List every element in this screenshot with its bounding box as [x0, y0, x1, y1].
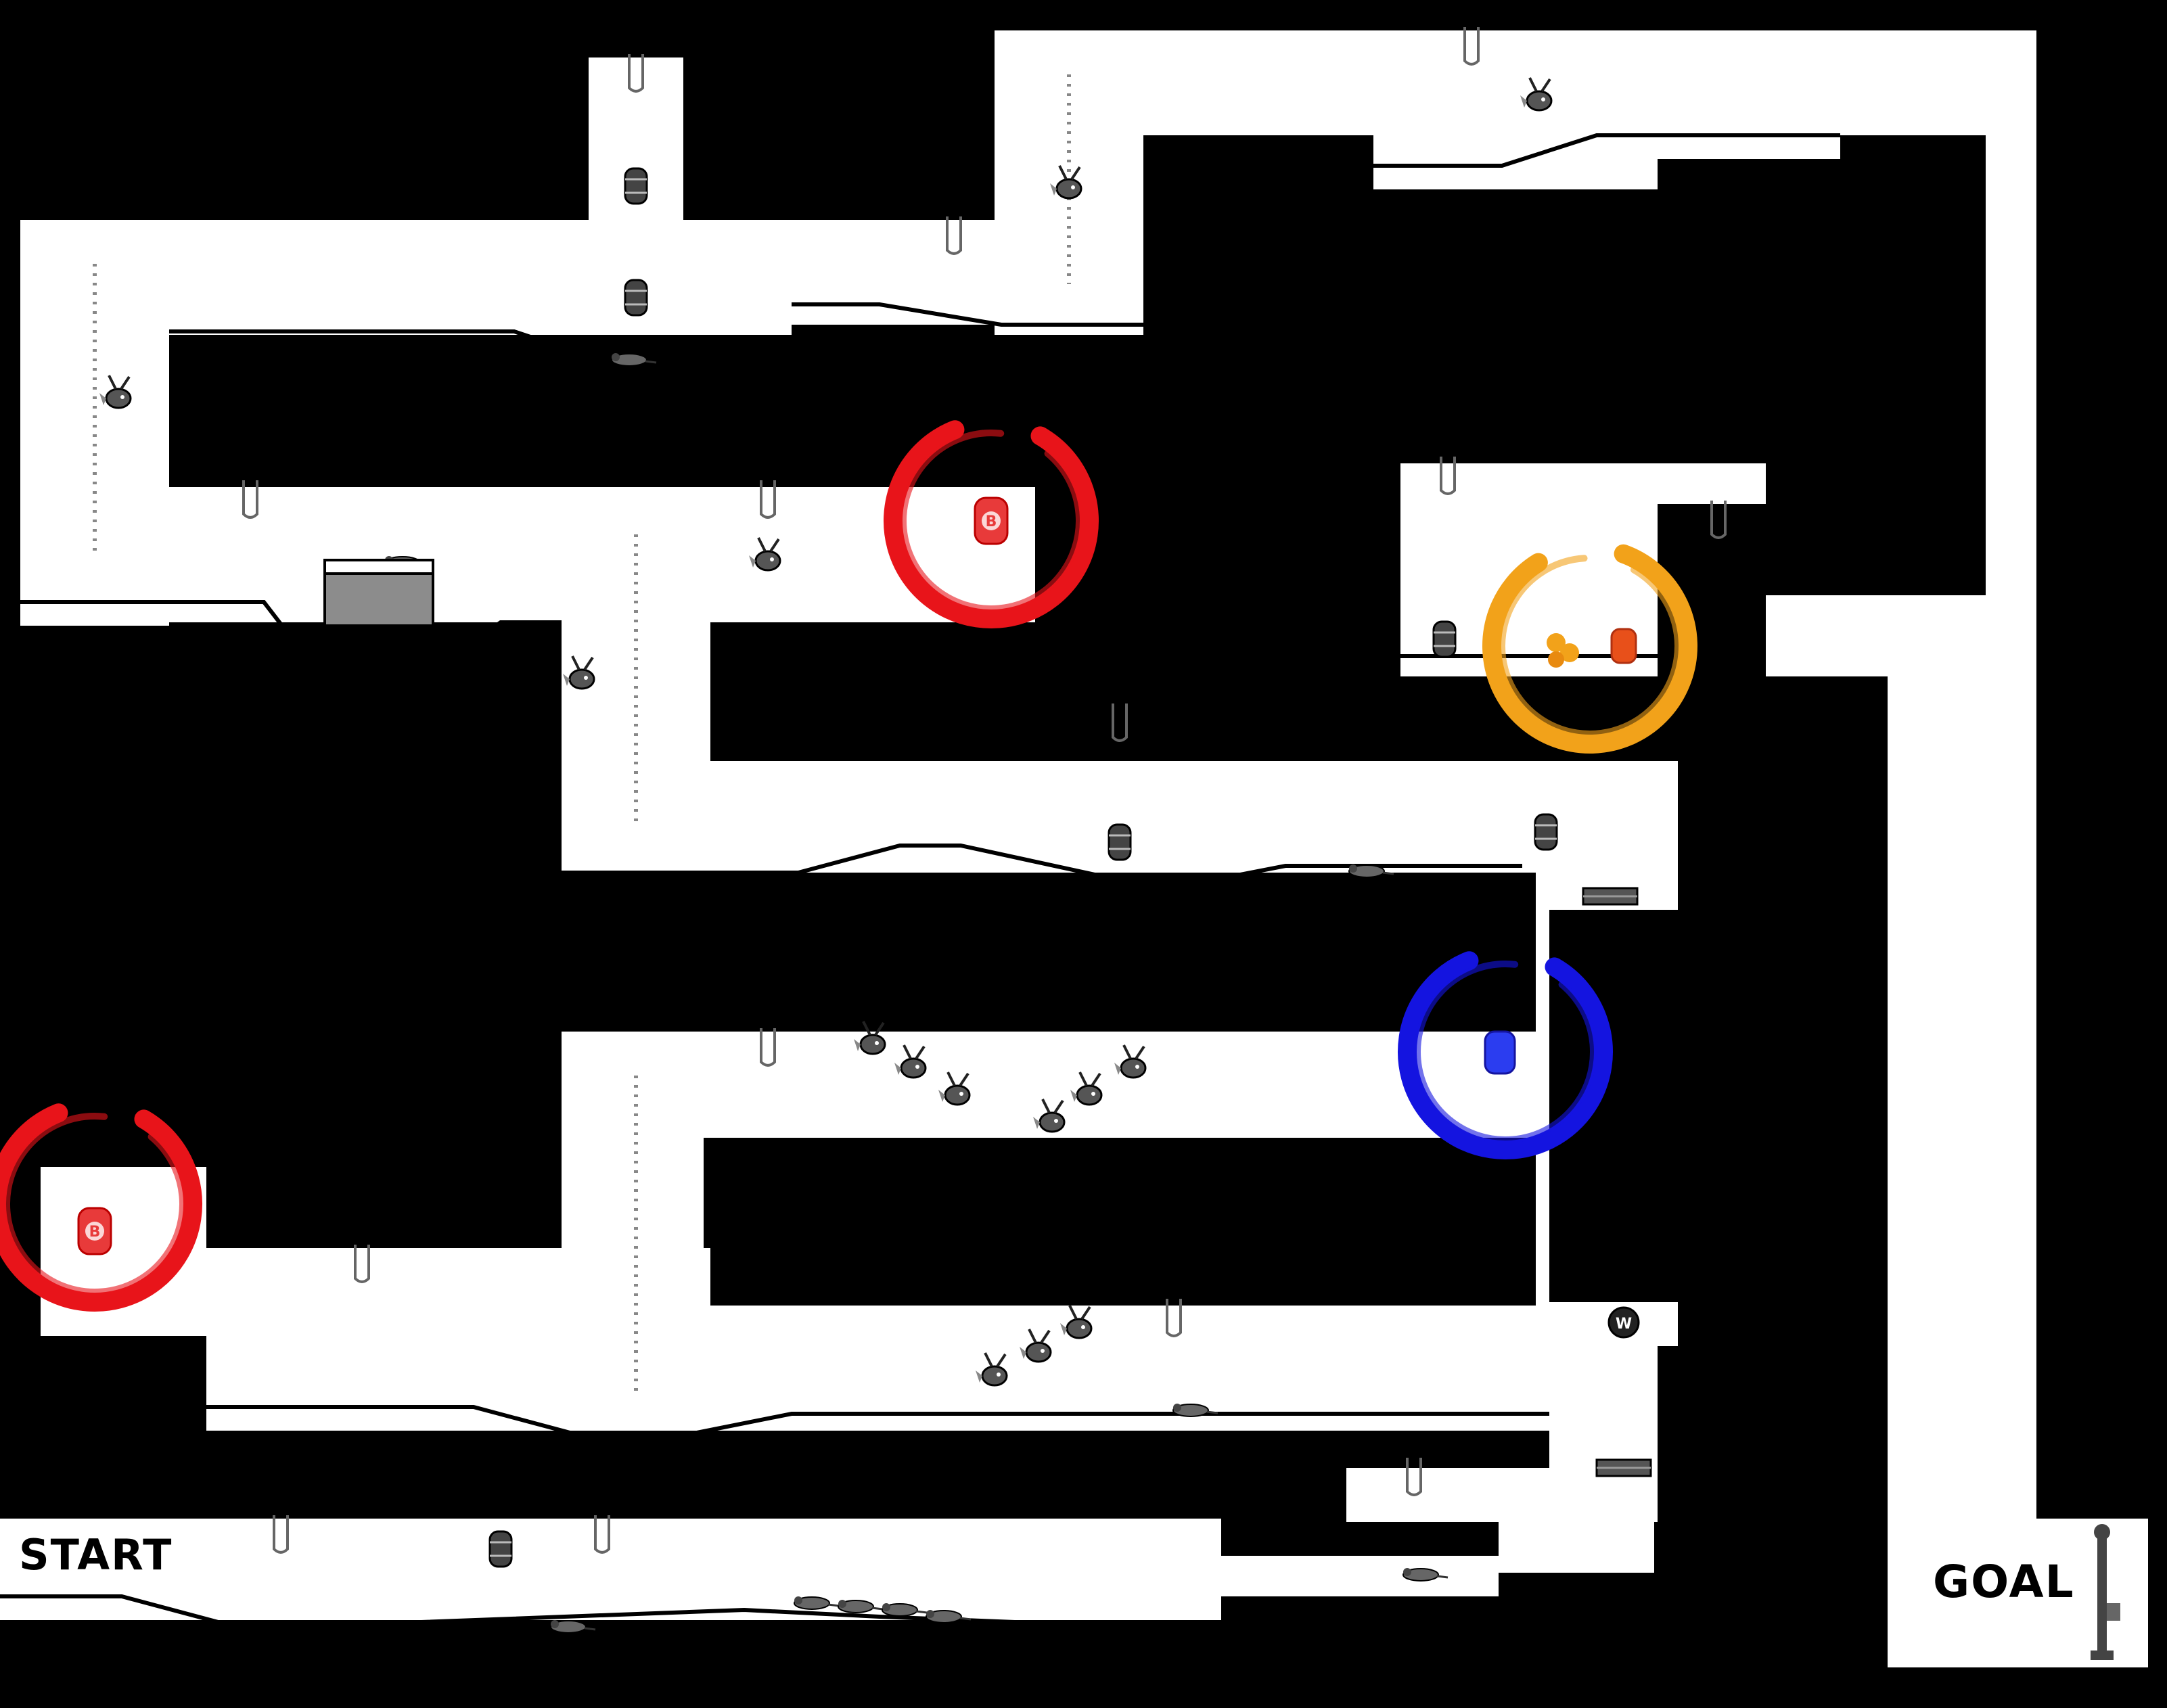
orange-ring-icon	[1482, 538, 1697, 754]
barrel-icon	[1534, 813, 1558, 851]
barrel-icon	[488, 1530, 513, 1568]
dk-barrel-orange	[1610, 628, 1637, 664]
bonus-barrel-icon	[77, 1207, 112, 1255]
goal-post-icon	[2091, 1524, 2120, 1660]
goal-label: GOAL	[1933, 1556, 2075, 1608]
bonus-barrel-icon	[1484, 1030, 1516, 1075]
bonus-rings	[0, 413, 1697, 1312]
red-ring-icon	[0, 1097, 202, 1312]
golden-banana-icon	[1547, 633, 1579, 668]
warp-w-icon: W	[1607, 1306, 1640, 1339]
barrel-icon	[624, 279, 648, 317]
crate-icon	[1595, 1458, 1652, 1477]
start-label: START	[19, 1530, 173, 1579]
dk-barrel-icon	[1432, 620, 1457, 658]
barrel-icon	[1108, 823, 1132, 861]
svg-text:W: W	[1616, 1316, 1632, 1333]
red-ring-icon	[884, 413, 1099, 628]
bonus-barrel-icon	[974, 497, 1009, 545]
floor-edges	[0, 133, 1840, 1625]
crate-icon	[1582, 887, 1639, 906]
blue-ring-icon	[1398, 944, 1613, 1159]
moving-platform-top	[323, 559, 434, 575]
barrel-icon	[624, 167, 648, 205]
